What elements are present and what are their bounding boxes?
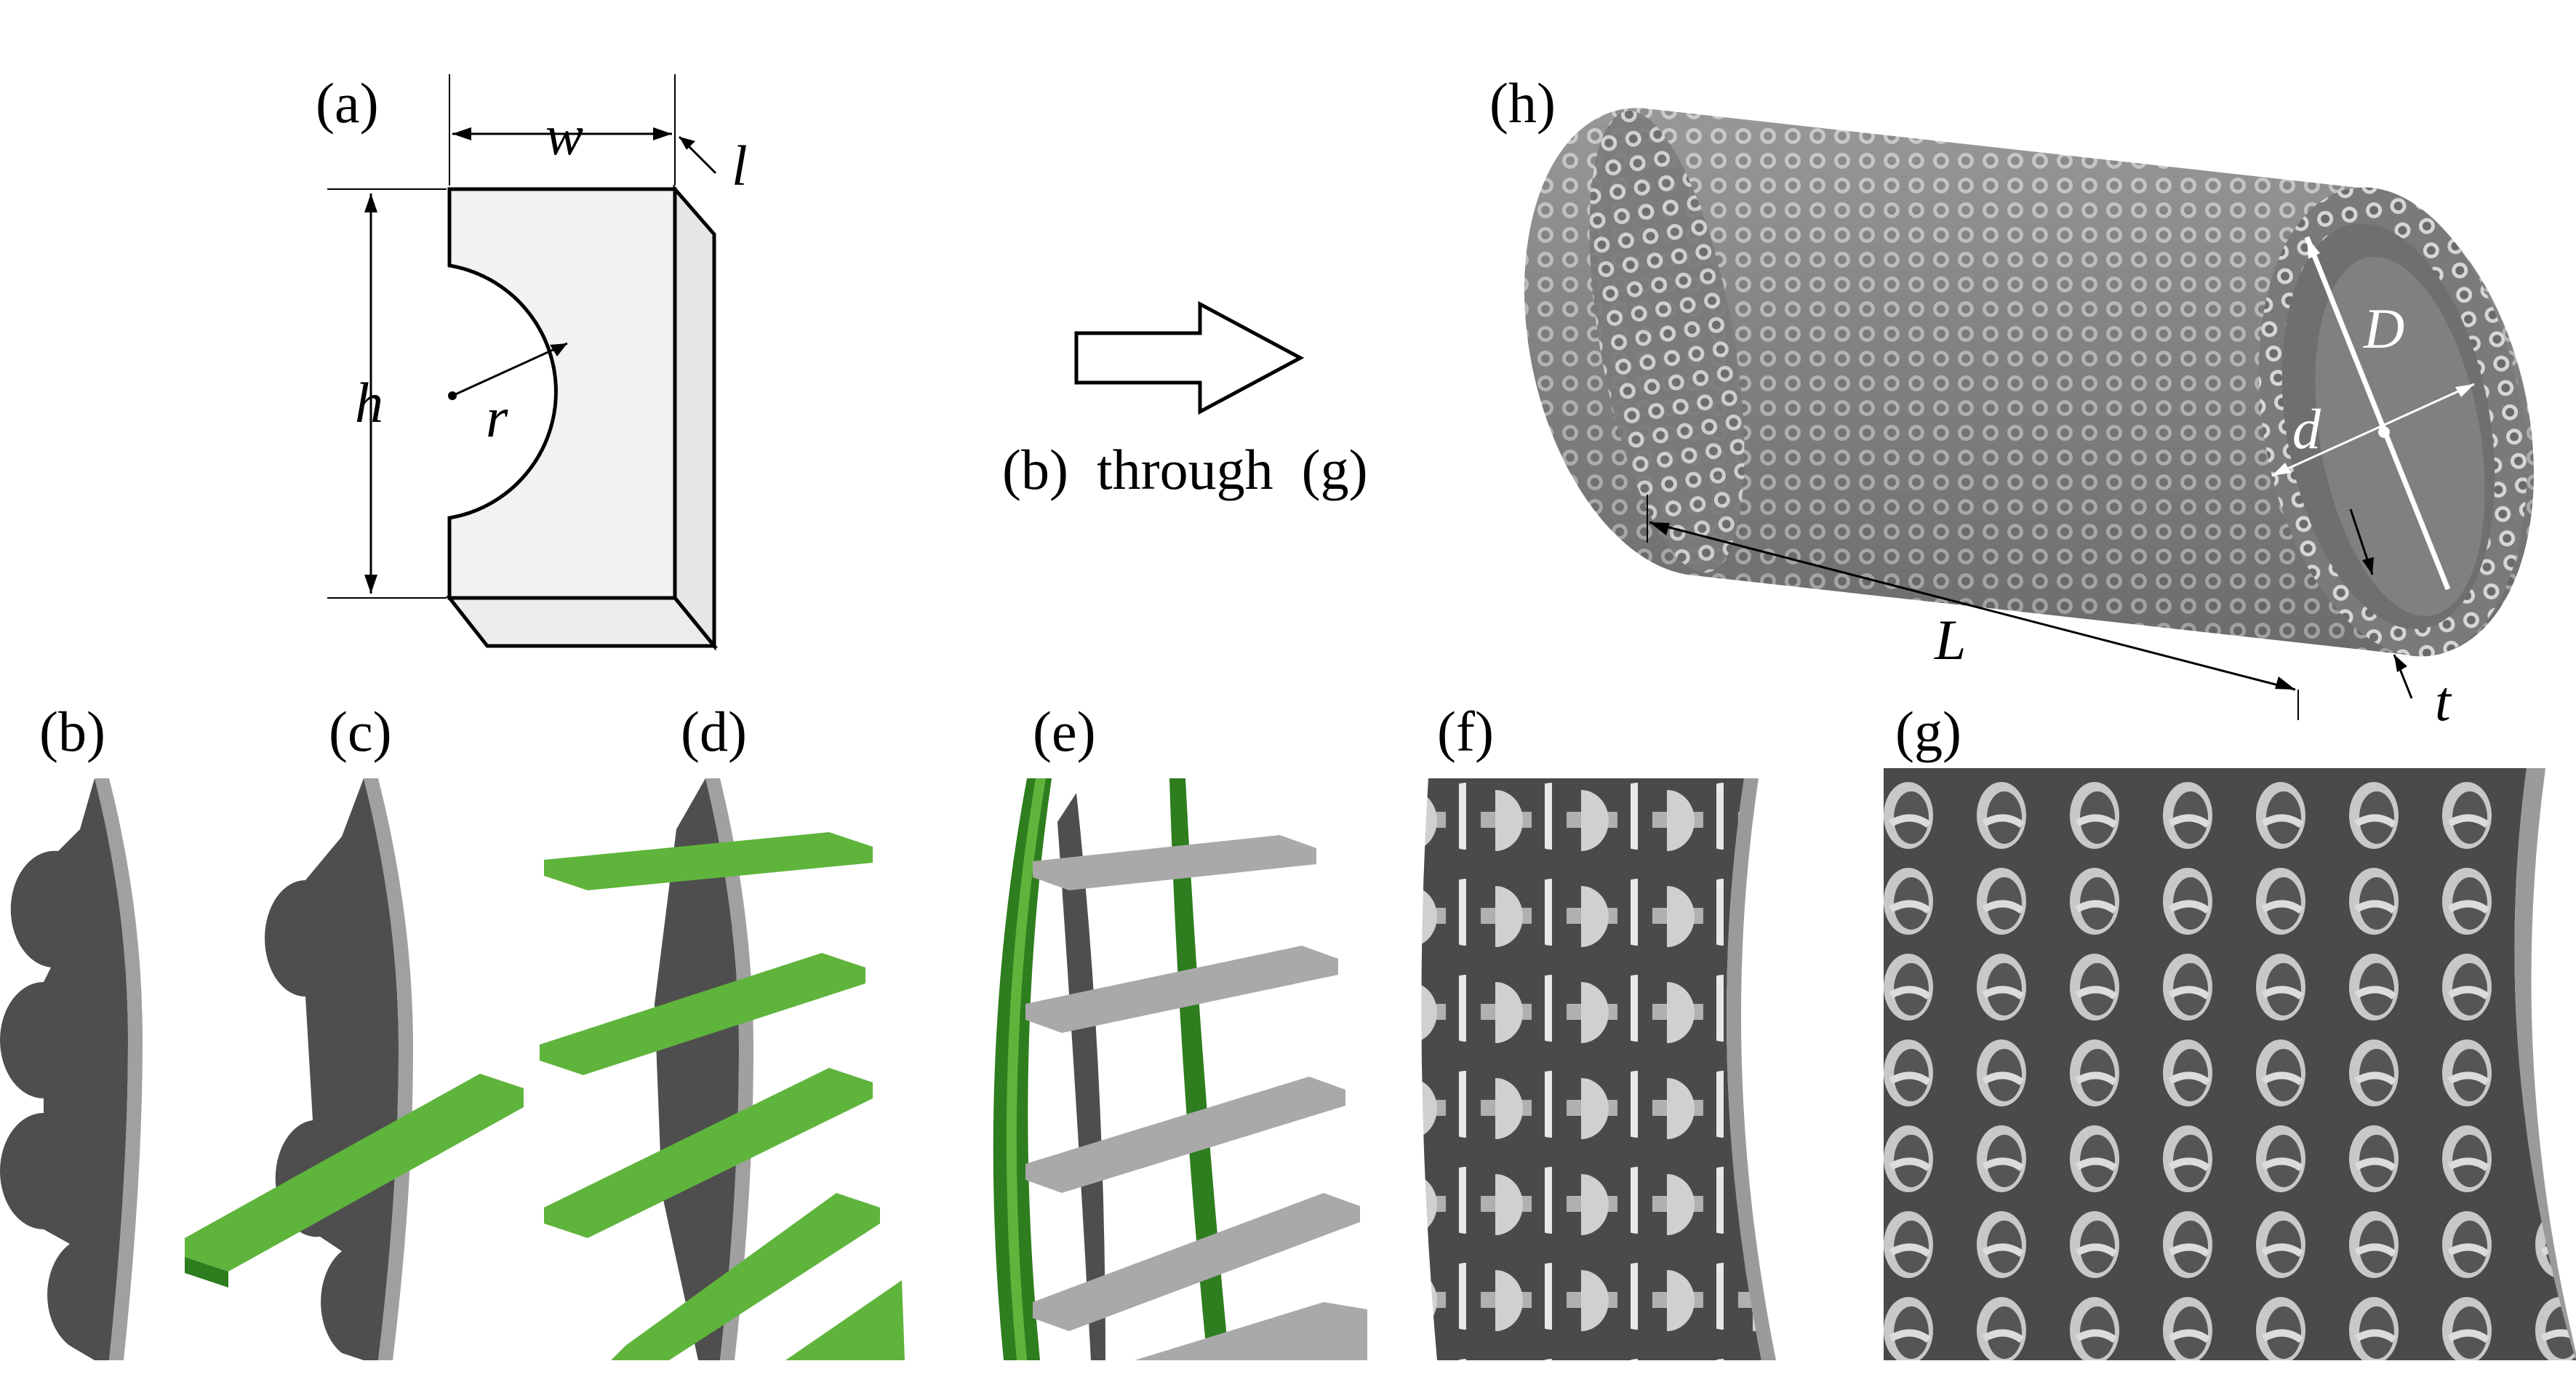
panel-e: (e) bbox=[993, 700, 1367, 1360]
panel-g: (g) bbox=[1884, 700, 2576, 1360]
green-element-d1 bbox=[544, 832, 873, 890]
panel-b: (b) bbox=[0, 700, 143, 1360]
panel-g-label: (g) bbox=[1895, 700, 1961, 763]
dim-t-label: t bbox=[2435, 669, 2452, 733]
dim-h-label: h bbox=[355, 371, 383, 434]
green-element-d4 bbox=[611, 1193, 880, 1360]
grey-wall-e bbox=[1057, 793, 1105, 1360]
grey-elements-e bbox=[1025, 835, 1367, 1360]
green-element-d5 bbox=[785, 1280, 905, 1360]
dim-D-label: D bbox=[2363, 297, 2404, 360]
hollow-right-arrow bbox=[1074, 300, 1305, 415]
curved-lattice-wall-f bbox=[1421, 778, 1761, 1360]
wall-strip-d bbox=[655, 778, 739, 1360]
panel-d: (d) bbox=[540, 700, 905, 1360]
dim-r-label: r bbox=[486, 386, 508, 449]
green-element-d3 bbox=[544, 1068, 873, 1238]
wall-strip-c bbox=[265, 778, 399, 1360]
tube-left-end bbox=[1589, 111, 1745, 573]
dim-d-label: d bbox=[2292, 397, 2321, 460]
green-wall-right bbox=[1169, 778, 1229, 1360]
panel-f: (f) bbox=[1421, 700, 1776, 1360]
dim-w-label: w bbox=[545, 103, 583, 167]
panel-d-label: (d) bbox=[681, 700, 747, 763]
panel-b-label: (b) bbox=[39, 700, 105, 763]
panel-e-label: (e) bbox=[1033, 700, 1096, 763]
curved-lattice-wall-g bbox=[1884, 768, 2576, 1360]
panel-a: (a) r w l h bbox=[316, 71, 748, 652]
panel-a-label: (a) bbox=[316, 71, 379, 135]
process-arrow: (b) through (g) bbox=[1002, 300, 1368, 501]
panel-c-label: (c) bbox=[329, 700, 392, 763]
dim-L-label: L bbox=[1934, 608, 1966, 671]
green-element-d2 bbox=[540, 953, 865, 1075]
unit-cell-front-face bbox=[447, 187, 677, 600]
dim-l-label: l bbox=[732, 134, 748, 197]
wall-strip-b bbox=[0, 778, 128, 1360]
panel-f-label: (f) bbox=[1437, 700, 1494, 763]
unit-cell-bottom-face bbox=[445, 596, 719, 648]
panel-c: (c) bbox=[185, 700, 524, 1360]
arrow-caption: (b) through (g) bbox=[1002, 438, 1368, 501]
green-element-c bbox=[185, 1074, 524, 1272]
panel-h-label: (h) bbox=[1489, 71, 1556, 135]
unit-cell-side-face bbox=[673, 184, 716, 652]
panel-h: (h) D d t L bbox=[1489, 71, 2534, 733]
